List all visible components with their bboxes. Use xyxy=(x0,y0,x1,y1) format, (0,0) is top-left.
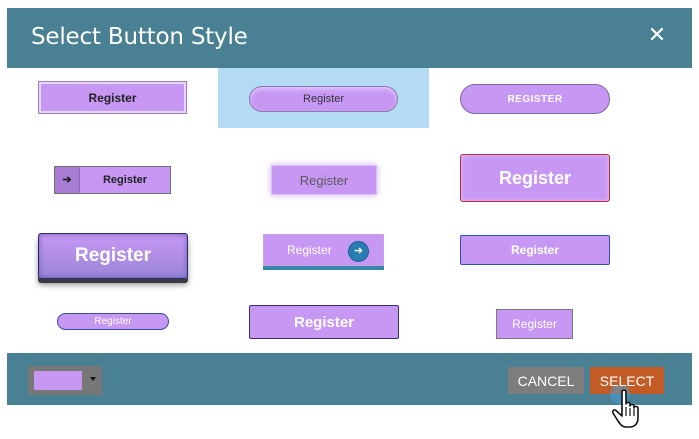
register-button-preview: Register ➜ xyxy=(263,234,384,266)
register-button-preview: Register xyxy=(249,86,398,112)
style-option-6[interactable]: Register xyxy=(429,148,640,208)
style-option-5[interactable]: Register xyxy=(218,148,429,208)
style-option-9[interactable]: Register xyxy=(429,226,640,286)
register-button-preview: Register xyxy=(38,81,187,114)
button-style-grid: Register Register REGISTER ➔ Register Re… xyxy=(7,68,692,353)
arrow-circle-icon: ➜ xyxy=(348,241,369,262)
style-option-1[interactable]: Register xyxy=(7,68,218,128)
register-button-preview: ➔ Register xyxy=(54,166,171,194)
register-label: Register xyxy=(287,243,332,257)
color-swatch xyxy=(34,371,82,390)
close-icon[interactable]: ✕ xyxy=(647,23,667,48)
select-button-style-dialog: Select Button Style ✕ Register Register … xyxy=(7,8,692,405)
arrow-right-icon: ➔ xyxy=(55,167,80,193)
cancel-button[interactable]: CANCEL xyxy=(508,367,584,394)
register-button-preview: Register xyxy=(271,165,377,195)
register-button-preview: Register xyxy=(57,313,169,330)
style-option-4[interactable]: ➔ Register xyxy=(7,148,218,208)
chevron-down-icon xyxy=(90,377,96,381)
style-option-2-selected[interactable]: Register xyxy=(218,68,429,128)
register-button-preview: REGISTER xyxy=(460,84,610,114)
dialog-header: Select Button Style ✕ xyxy=(7,8,692,68)
register-button-preview: Register xyxy=(249,305,399,339)
style-option-3[interactable]: REGISTER xyxy=(429,68,640,128)
color-picker[interactable] xyxy=(28,366,102,395)
style-option-7[interactable]: Register xyxy=(7,226,218,286)
register-label: Register xyxy=(102,174,148,186)
style-option-11[interactable]: Register xyxy=(218,298,429,358)
style-option-10[interactable]: Register xyxy=(7,298,218,358)
style-option-8[interactable]: Register ➜ xyxy=(218,226,429,286)
dialog-footer: CANCEL SELECT xyxy=(7,353,692,405)
style-option-12[interactable]: Register xyxy=(429,298,640,358)
register-button-preview: Register xyxy=(38,233,188,279)
register-button-preview: Register xyxy=(496,309,573,339)
dialog-title: Select Button Style xyxy=(31,24,248,50)
register-button-preview: Register xyxy=(460,154,610,202)
hand-cursor-icon xyxy=(610,386,639,428)
register-button-preview: Register xyxy=(460,235,610,265)
